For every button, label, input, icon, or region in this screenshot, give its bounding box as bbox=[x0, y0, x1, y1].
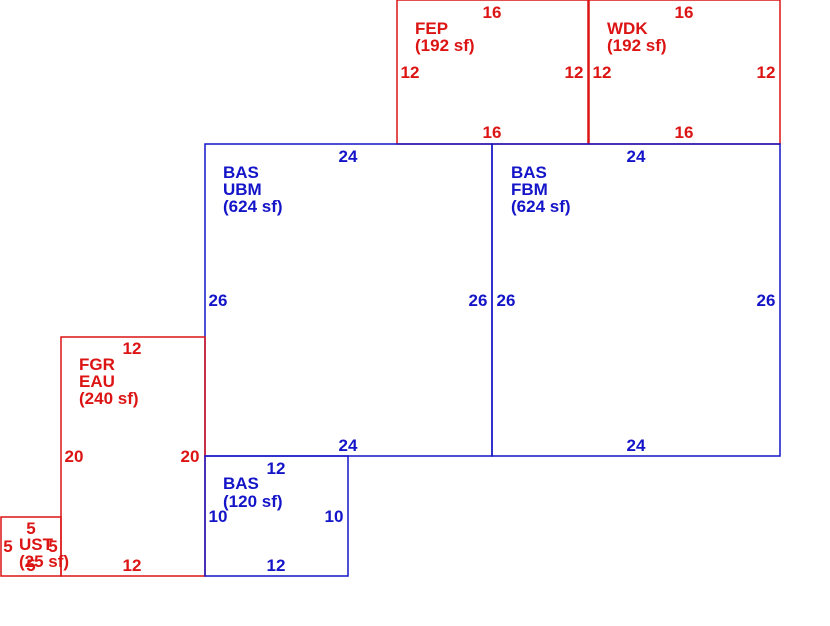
area-bas-fbm-sqft: (624 sf) bbox=[511, 197, 571, 216]
area-bas-small-dim-left: 10 bbox=[209, 507, 228, 526]
area-ust: UST (25 sf) 5 5 5 5 bbox=[0, 516, 69, 577]
area-bas-small-code: BAS bbox=[223, 474, 259, 493]
area-bas-fbm-dim-bottom: 24 bbox=[627, 436, 646, 455]
area-ust-dim-right: 5 bbox=[48, 537, 57, 556]
area-fep-dim-bottom: 16 bbox=[483, 123, 502, 142]
area-bas-small-outline bbox=[204, 455, 349, 577]
area-bas-ubm-code: BAS bbox=[223, 163, 259, 182]
area-fep-dim-left: 12 bbox=[401, 63, 420, 82]
area-bas-ubm-use: UBM bbox=[223, 180, 262, 199]
area-bas-ubm-dim-right: 26 bbox=[469, 291, 488, 310]
area-fgr-eau-dim-top: 12 bbox=[123, 339, 142, 358]
area-fgr-eau-dim-right: 20 bbox=[181, 447, 200, 466]
area-wdk-dim-bottom: 16 bbox=[675, 123, 694, 142]
area-bas-fbm: BAS FBM (624 sf) 24 24 26 26 bbox=[491, 143, 781, 457]
area-bas-small-dim-bottom: 12 bbox=[267, 556, 286, 575]
area-fep-dim-right: 12 bbox=[565, 63, 584, 82]
area-ust-sqft: (25 sf) bbox=[19, 552, 69, 571]
area-wdk-dim-right: 12 bbox=[757, 63, 776, 82]
area-fgr-eau-dim-left: 20 bbox=[65, 447, 84, 466]
area-fgr-eau-use: EAU bbox=[79, 372, 115, 391]
area-bas-small-dim-top: 12 bbox=[267, 459, 286, 478]
area-ust-dim-top: 5 bbox=[26, 519, 35, 538]
area-fep: FEP (192 sf) 16 16 12 12 bbox=[396, 0, 589, 145]
area-bas-fbm-dim-top: 24 bbox=[627, 147, 646, 166]
area-wdk: WDK (192 sf) 16 16 12 12 bbox=[588, 0, 781, 145]
area-bas-fbm-use: FBM bbox=[511, 180, 548, 199]
area-bas-ubm-sqft: (624 sf) bbox=[223, 197, 283, 216]
area-bas-ubm: BAS UBM (624 sf) 24 24 26 26 bbox=[204, 143, 493, 457]
area-bas-fbm-dim-right: 26 bbox=[757, 291, 776, 310]
area-fep-sqft: (192 sf) bbox=[415, 36, 475, 55]
area-wdk-code: WDK bbox=[607, 19, 648, 38]
area-wdk-dim-left: 12 bbox=[593, 63, 612, 82]
area-bas-small: BAS (120 sf) 12 12 10 10 bbox=[204, 455, 349, 577]
area-fgr-eau: FGR EAU (240 sf) 12 12 20 20 bbox=[60, 336, 206, 577]
area-ust-dim-bottom: 5 bbox=[26, 556, 35, 575]
area-fgr-eau-dim-bottom: 12 bbox=[123, 556, 142, 575]
area-fep-dim-top: 16 bbox=[483, 3, 502, 22]
area-bas-small-sqft: (120 sf) bbox=[223, 492, 283, 511]
area-bas-fbm-outline bbox=[491, 143, 781, 457]
area-ust-outline bbox=[0, 516, 62, 577]
area-bas-ubm-dim-left: 26 bbox=[209, 291, 228, 310]
area-bas-ubm-dim-top: 24 bbox=[339, 147, 358, 166]
area-fgr-eau-sqft: (240 sf) bbox=[79, 389, 139, 408]
area-ust-dim-left: 5 bbox=[3, 537, 12, 556]
area-ust-code: UST bbox=[19, 535, 54, 554]
area-bas-fbm-code: BAS bbox=[511, 163, 547, 182]
area-wdk-sqft: (192 sf) bbox=[607, 36, 667, 55]
area-bas-fbm-dim-left: 26 bbox=[497, 291, 516, 310]
area-wdk-dim-top: 16 bbox=[675, 3, 694, 22]
area-bas-ubm-dim-bottom: 24 bbox=[339, 436, 358, 455]
area-bas-small-dim-right: 10 bbox=[325, 507, 344, 526]
area-fgr-eau-code: FGR bbox=[79, 355, 115, 374]
area-fep-code: FEP bbox=[415, 19, 448, 38]
